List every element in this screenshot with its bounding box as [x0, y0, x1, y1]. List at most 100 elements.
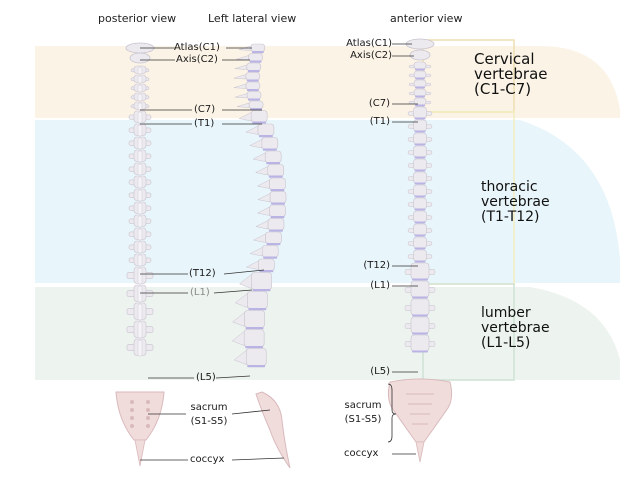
lateral-vertebra	[269, 177, 286, 190]
posterior-spinous	[137, 66, 143, 75]
posterior-spinous	[137, 215, 143, 228]
posterior-sacral-foramen	[146, 416, 150, 420]
posterior-spinous	[137, 124, 143, 137]
label-l5-right: (L5)	[370, 366, 390, 377]
leader-l5-left-b	[215, 375, 251, 379]
lateral-disc	[270, 216, 285, 219]
lateral-vertebra	[243, 329, 265, 347]
label-t12-right: (T12)	[363, 260, 390, 271]
label-coccyx-left: coccyx	[190, 454, 225, 465]
lateral-vertebra	[246, 291, 268, 309]
anterior-vertebra	[410, 334, 430, 352]
posterior-sacrum	[115, 391, 165, 441]
label-t1-left: (T1)	[194, 118, 215, 129]
posterior-spinous	[137, 202, 143, 215]
anterior-vertebra	[413, 88, 427, 97]
lateral-disc	[266, 243, 281, 246]
lateral-process	[252, 233, 266, 243]
lateral-vertebra	[267, 164, 285, 177]
anterior-disc	[415, 95, 425, 98]
posterior-spinous	[137, 189, 143, 202]
lateral-process	[239, 273, 252, 289]
leader-l1-left-b	[213, 289, 253, 294]
lateral-disc	[270, 189, 285, 192]
lateral-disc	[246, 89, 259, 92]
label-l5-left: (L5)	[196, 372, 216, 383]
posterior-sacral-foramen	[146, 400, 150, 404]
posterior-spinous	[137, 75, 143, 84]
posterior-spinous	[137, 84, 143, 93]
posterior-spinous	[137, 102, 143, 111]
leader-sacrum-left-b	[231, 409, 271, 415]
posterior-view-title: posterior view	[98, 12, 177, 25]
leader-coccyx-left-b	[231, 457, 285, 461]
posterior-spinous	[137, 93, 143, 102]
lateral-disc	[268, 229, 283, 232]
anterior-disc	[414, 221, 426, 224]
lateral-process	[238, 112, 252, 122]
lateral-disc	[247, 98, 260, 101]
anterior-vertebra	[413, 61, 427, 70]
sacrum-brace-right	[387, 383, 397, 443]
lateral-disc	[245, 346, 264, 349]
lateral-process	[233, 349, 247, 365]
posterior-spinous	[137, 150, 143, 163]
lateral-process	[232, 311, 245, 327]
label-t12-left: (T12)	[189, 268, 216, 279]
lateral-vertebra	[257, 123, 275, 136]
lateral-process	[255, 220, 269, 230]
posterior-sacral-foramen	[130, 408, 134, 412]
label-sacrum-right: sacrum	[344, 400, 382, 411]
lateral-process	[231, 330, 245, 346]
lateral-vertebra	[269, 204, 286, 217]
lateral-vertebra	[250, 110, 268, 123]
lateral-vertebra	[246, 62, 262, 71]
lateral-vertebra	[248, 100, 264, 109]
lateral-spine	[231, 43, 291, 469]
lumbar-band	[35, 287, 620, 380]
anterior-vertebra	[413, 236, 427, 249]
anterior-disc	[412, 314, 428, 317]
lateral-disc	[245, 327, 264, 330]
thoracic-band	[35, 120, 620, 283]
label-l1-left: (L1)	[190, 287, 210, 298]
lateral-process	[249, 139, 263, 149]
lateral-vertebra	[245, 348, 267, 366]
leader-lines	[140, 43, 418, 461]
anterior-disc	[414, 247, 426, 250]
lateral-disc	[270, 202, 285, 205]
anterior-vertebra	[413, 70, 427, 79]
label-c7-left: (C7)	[194, 104, 216, 115]
posterior-spinous	[137, 267, 143, 285]
region-title-cervical: Cervical vertebrae (C1-C7)	[474, 50, 548, 98]
posterior-spinous	[137, 111, 143, 124]
anterior-vertebra	[413, 158, 427, 171]
lateral-process	[245, 260, 259, 270]
anterior-vertebra	[413, 210, 427, 223]
anterior-view-title: anterior view	[390, 12, 463, 25]
posterior-spinous	[137, 339, 143, 357]
label-atlas-left: Atlas(C1)	[174, 42, 220, 53]
lateral-process	[245, 125, 259, 135]
label-l1-right: (L1)	[370, 280, 390, 291]
anterior-vertebra	[413, 106, 427, 119]
anterior-vertebra	[413, 145, 427, 158]
lateral-vertebra	[248, 53, 263, 62]
posterior-spinous	[137, 163, 143, 176]
anterior-vertebra	[413, 79, 427, 88]
anterior-disc	[414, 182, 426, 185]
lateral-process	[236, 102, 250, 108]
posterior-spinous	[137, 176, 143, 189]
posterior-sacral-foramen	[146, 424, 150, 428]
lateral-disc	[252, 121, 267, 124]
anterior-vertebra	[413, 223, 427, 236]
anterior-disc	[414, 234, 426, 237]
anterior-disc	[412, 296, 428, 299]
lateral-disc	[247, 70, 260, 73]
cervical-band	[35, 46, 620, 118]
lateral-disc	[248, 308, 267, 311]
posterior-spinous	[137, 228, 143, 241]
lateral-vertebra	[265, 231, 282, 244]
